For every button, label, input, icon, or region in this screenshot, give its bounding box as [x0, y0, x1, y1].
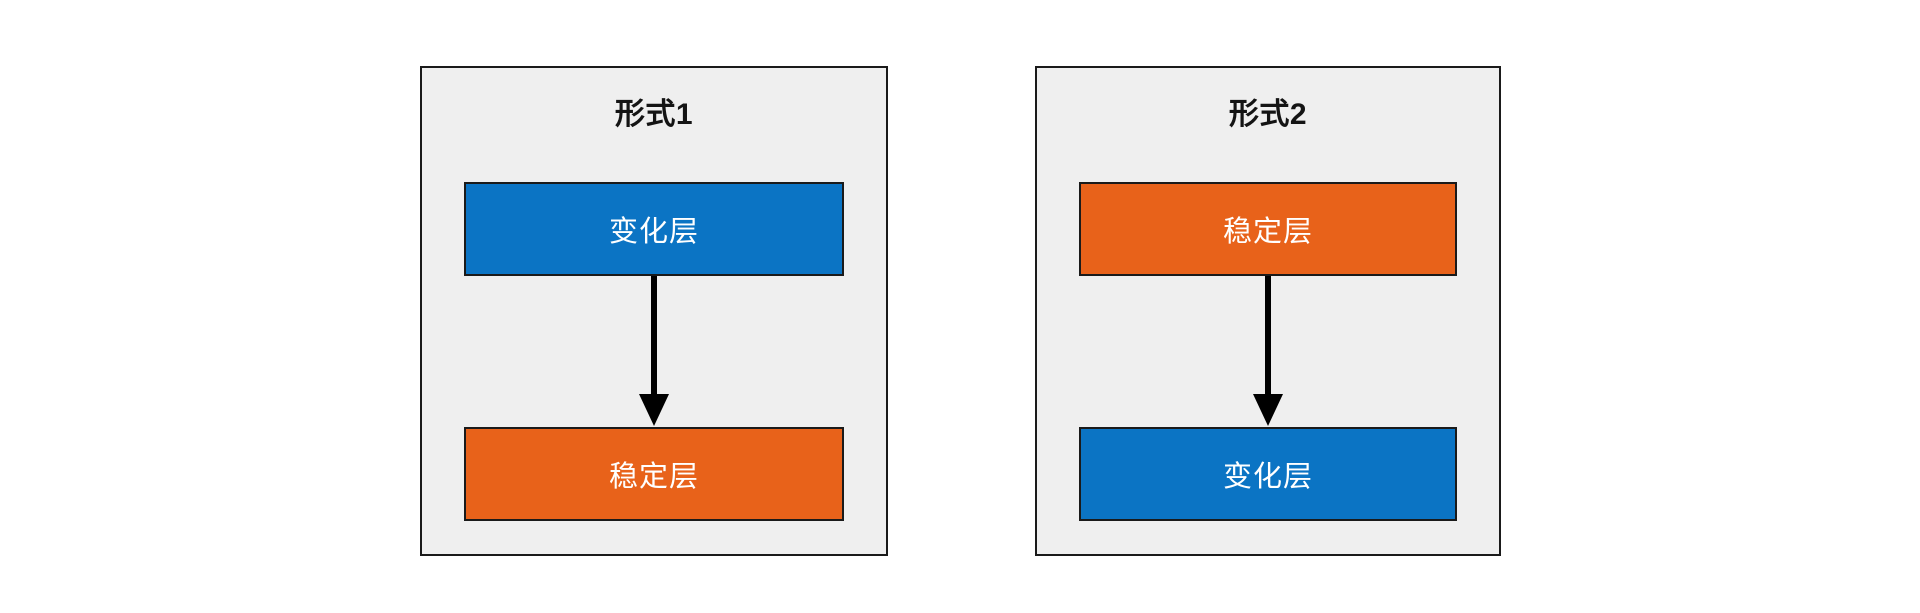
panel-form-2: 形式2 稳定层 变化层 — [1035, 66, 1501, 556]
node-form-2-top: 稳定层 — [1079, 182, 1457, 276]
node-label: 变化层 — [1222, 461, 1313, 493]
node-label: 变化层 — [608, 216, 699, 248]
panel-form-1: 形式1 变化层 稳定层 — [420, 66, 888, 556]
arrow-form-1 — [422, 276, 886, 427]
panel-title-form-1: 形式1 — [614, 98, 694, 131]
node-form-1-bottom: 稳定层 — [464, 427, 844, 521]
node-form-1-top: 变化层 — [464, 182, 844, 276]
node-label: 稳定层 — [1222, 216, 1313, 248]
node-form-2-bottom: 变化层 — [1079, 427, 1457, 521]
arrow-form-2 — [1037, 276, 1499, 427]
panel-title-form-2: 形式2 — [1228, 98, 1308, 131]
node-label: 稳定层 — [608, 461, 699, 493]
